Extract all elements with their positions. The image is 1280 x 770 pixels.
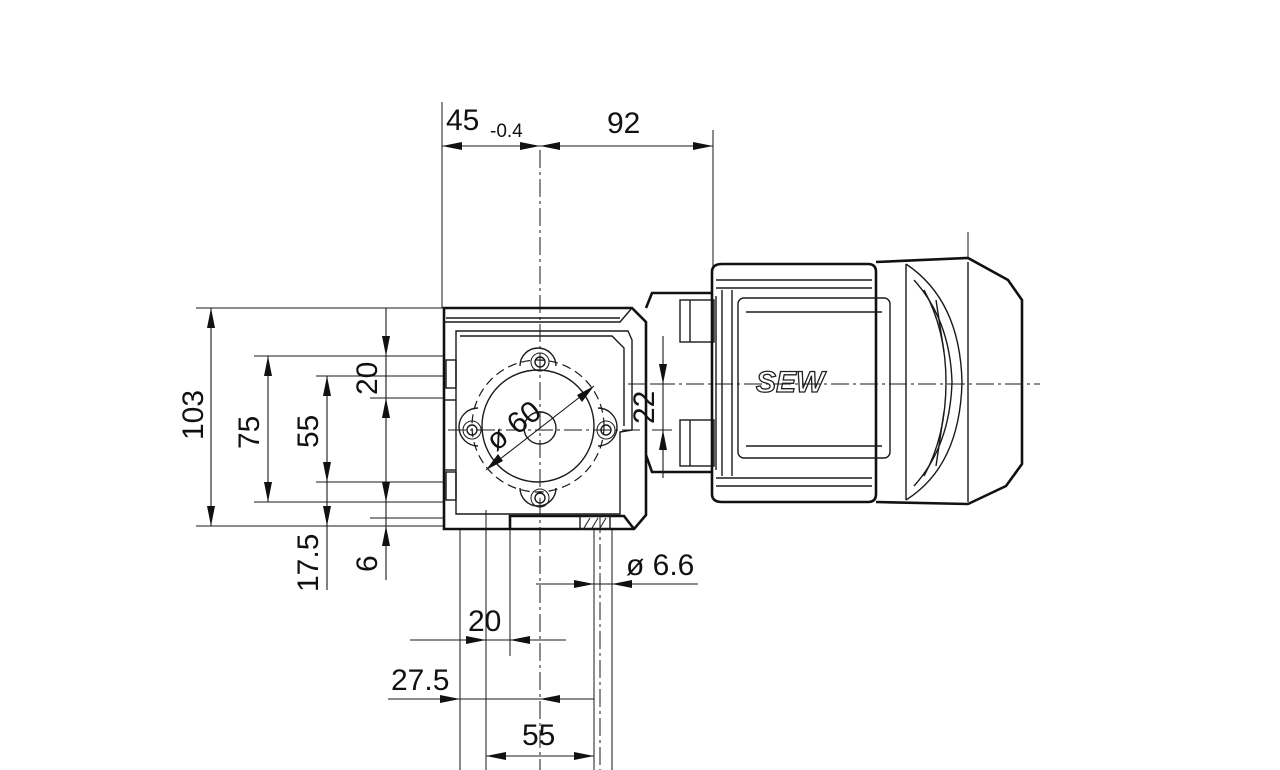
dim-17-5: 17.5 [292,534,325,592]
dim-6: 6 [351,555,384,572]
dim-20-vertical: 20 [351,362,384,395]
dim-75: 75 [233,416,266,449]
adapter [644,291,715,474]
dimension-lines [207,142,713,760]
center-lines [448,150,1040,770]
dim-92: 92 [607,107,640,140]
sew-logo: SEW [756,366,827,399]
dim-103: 103 [177,390,210,440]
gearbox-housing [442,306,648,531]
extension-lines [196,102,714,770]
dim-diameter-6-6: ø 6.6 [626,549,694,582]
dim-27-5: 27.5 [391,664,449,697]
dim-20-bottom: 20 [468,605,501,638]
dim-55-bottom: 55 [522,719,555,752]
dim-55-vertical: 55 [292,415,325,448]
dim-45: 45 [446,104,479,137]
dim-22: 22 [628,391,661,424]
motor [710,232,1024,506]
dim-45-tolerance: -0.4 [490,121,523,142]
